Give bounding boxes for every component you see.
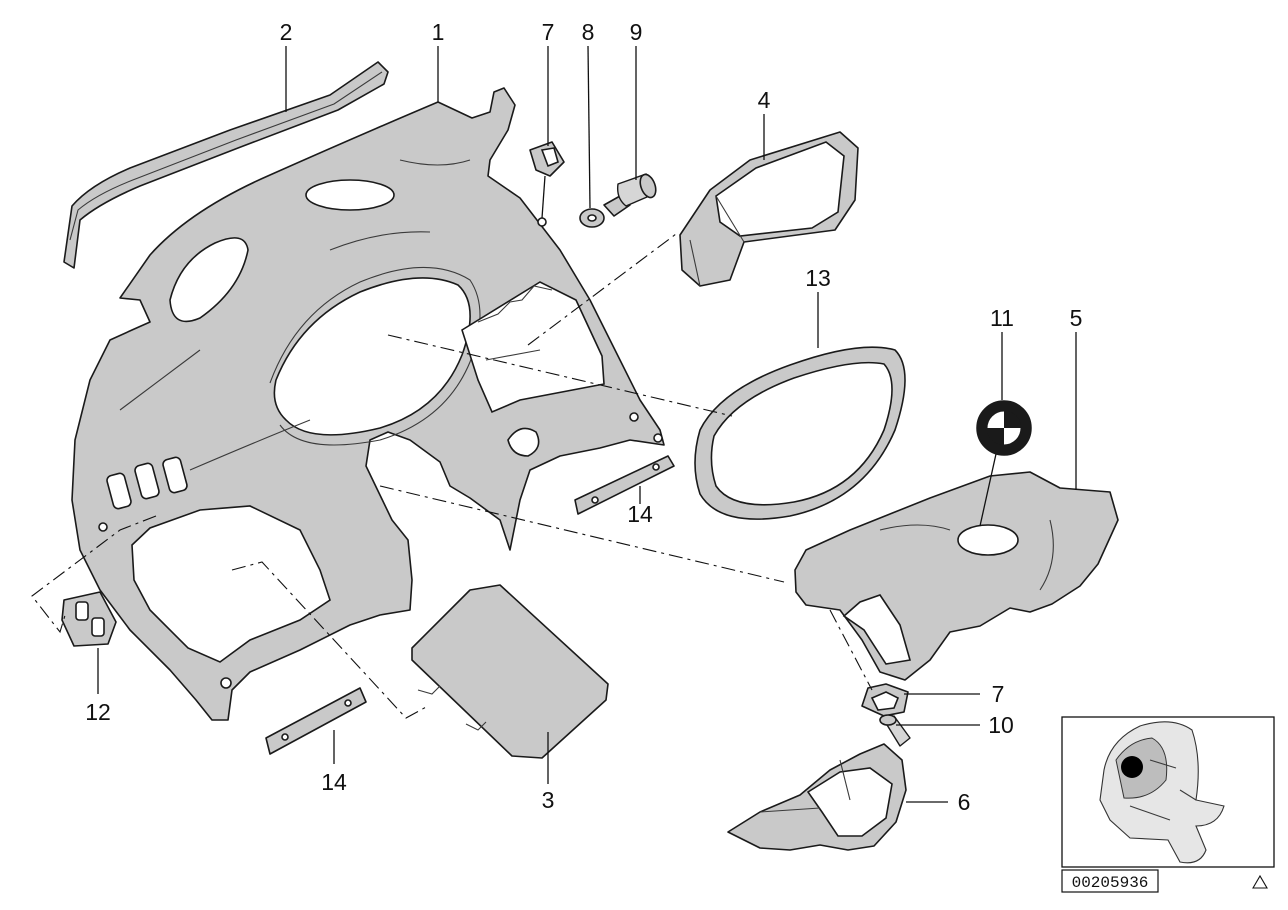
location-marker-icon bbox=[1121, 756, 1143, 778]
part-6-lower-cover bbox=[727, 743, 907, 851]
callout-10: 10 bbox=[988, 712, 1014, 738]
callout-7-top: 7 bbox=[542, 19, 555, 45]
reference-number: 00205936 bbox=[1061, 869, 1159, 893]
part-9-screw bbox=[603, 173, 657, 217]
callout-4: 4 bbox=[758, 87, 771, 113]
part-13-instrument-ring bbox=[694, 346, 906, 520]
callout-2: 2 bbox=[280, 19, 293, 45]
callout-numbers: 2 1 7 8 9 4 13 11 5 14 12 7 10 14 3 6 bbox=[85, 19, 1082, 815]
part-1-main-panel bbox=[71, 87, 665, 721]
part-7-clip-bottom bbox=[861, 683, 909, 717]
assembly-lines bbox=[31, 233, 873, 719]
callout-13: 13 bbox=[805, 265, 831, 291]
callout-12: 12 bbox=[85, 699, 111, 725]
part-2-seal-strip bbox=[63, 61, 389, 269]
callout-1: 1 bbox=[432, 19, 445, 45]
callout-6: 6 bbox=[958, 789, 971, 815]
callout-14-left: 14 bbox=[321, 769, 347, 795]
callout-5: 5 bbox=[1070, 305, 1083, 331]
callout-14-right: 14 bbox=[627, 501, 653, 527]
callout-7-bottom: 7 bbox=[992, 681, 1005, 707]
reference-number-text: 00205936 bbox=[1072, 874, 1149, 892]
part-8-washer bbox=[579, 208, 605, 228]
part-14-strip-right bbox=[574, 455, 675, 515]
part-7-clip-top bbox=[529, 141, 565, 177]
part-4-vent-housing bbox=[679, 131, 859, 287]
part-14-strip-left bbox=[265, 687, 367, 755]
leader-lines bbox=[97, 45, 1077, 803]
triangle-icon bbox=[1252, 874, 1268, 889]
callout-8: 8 bbox=[582, 19, 595, 45]
part-3-lid bbox=[411, 584, 609, 759]
part-12-switch bbox=[61, 591, 117, 647]
callout-11: 11 bbox=[990, 305, 1014, 331]
callout-9: 9 bbox=[630, 19, 643, 45]
location-inset bbox=[1061, 716, 1275, 868]
part-11-badge bbox=[976, 400, 1032, 456]
callout-3: 3 bbox=[542, 787, 555, 813]
part-5-upper-cover bbox=[794, 471, 1119, 681]
part-10-screw bbox=[879, 714, 911, 747]
